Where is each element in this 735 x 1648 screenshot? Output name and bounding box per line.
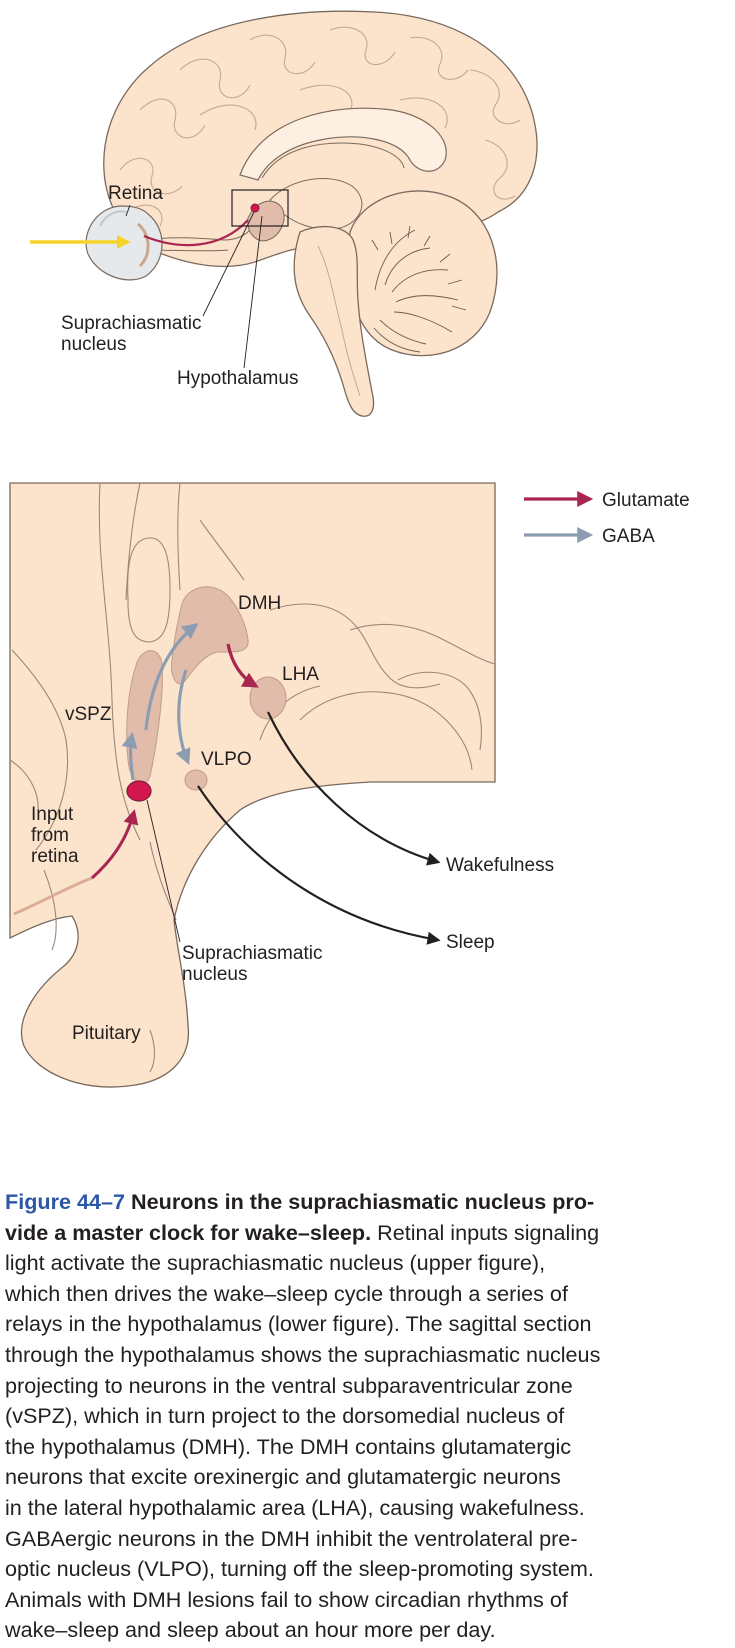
- dmh-to-lha-arrow: [226, 643, 259, 688]
- section-outlines: [9, 482, 496, 1073]
- dmh-to-vlpo-arrow: [175, 669, 191, 765]
- arbor-vitae: [371, 225, 467, 353]
- label-scn-lower-1: Suprachiasmatic: [182, 943, 322, 964]
- figure-caption: Figure 44–7 Neurons in the suprachiasmat…: [5, 1187, 733, 1646]
- caption-line: relays in the hypothalamus (lower figure…: [5, 1311, 592, 1337]
- caption-text: Retinal inputs signaling: [371, 1219, 600, 1245]
- vlpo-nucleus: [184, 769, 208, 791]
- inset-box: [231, 189, 289, 227]
- legend-glutamate-label: Glutamate: [602, 490, 690, 511]
- label-lha: LHA: [282, 664, 319, 685]
- tissue-section: [9, 482, 496, 1088]
- label-vspz: vSPZ: [65, 704, 112, 725]
- figure-number: Figure 44–7: [5, 1189, 126, 1214]
- figure-title: vide a master clock for wake–sleep.: [5, 1219, 372, 1245]
- figure-diagram: Retina Suprachiasmatic nucleus Hypothala…: [9, 10, 690, 1088]
- caption-line: vide a master clock for wake–sleep. Reti…: [5, 1218, 733, 1249]
- upper-brain-figure: Retina Suprachiasmatic nucleus Hypothala…: [30, 10, 538, 417]
- label-pituitary: Pituitary: [72, 1023, 141, 1044]
- caption-line: in the lateral hypothalamic area (LHA), …: [5, 1494, 585, 1520]
- scn-nucleus: [126, 780, 152, 802]
- caption-line: through the hypothalamus shows the supra…: [5, 1341, 601, 1367]
- scn-to-vspz-arrow: [121, 731, 138, 781]
- vlpo-output-line: [197, 785, 441, 945]
- label-scn-lower-2: nucleus: [182, 964, 248, 985]
- label-scn-upper-1: Suprachiasmatic: [61, 313, 201, 334]
- figure-title: Neurons in the suprachiasmatic nucleus p…: [131, 1189, 595, 1214]
- retinohypothalamic-tract: [143, 219, 249, 247]
- brainstem: [293, 226, 375, 417]
- caption-line: Figure 44–7 Neurons in the suprachiasmat…: [5, 1187, 733, 1218]
- lower-hypothalamus-figure: Glutamate GABA DMH LHA vSPZ VLPO Input f…: [9, 482, 690, 1088]
- label-input-1: Input: [31, 804, 74, 825]
- label-vlpo: VLPO: [201, 749, 252, 770]
- scn-dot-upper: [250, 203, 260, 213]
- corpus-callosum: [239, 107, 447, 181]
- label-sleep: Sleep: [446, 932, 495, 953]
- caption-line: wake–sleep and sleep about an hour more …: [5, 1617, 496, 1643]
- dmh-nucleus: [171, 586, 249, 684]
- label-input-3: retina: [31, 846, 79, 867]
- label-retina: Retina: [108, 183, 163, 204]
- label-input-2: from: [31, 825, 69, 846]
- retina-input-fiber: [13, 876, 93, 916]
- caption-line: light activate the suprachiasmatic nucle…: [5, 1250, 546, 1276]
- caption-line: projecting to neurons in the ventral sub…: [5, 1372, 573, 1398]
- vspz-nucleus: [126, 650, 163, 784]
- caption-line: GABAergic neurons in the DMH inhibit the…: [5, 1525, 578, 1551]
- caption-line: optic nucleus (VLPO), turning off the sl…: [5, 1556, 594, 1582]
- label-hypothalamus: Hypothalamus: [177, 368, 298, 389]
- retina-input-arrow: [91, 809, 139, 880]
- caption-line: which then drives the wake–sleep cycle t…: [5, 1280, 568, 1306]
- legend-gaba-label: GABA: [602, 526, 655, 547]
- caption-line: Animals with DMH lesions fail to show ci…: [5, 1586, 568, 1612]
- legend: Glutamate GABA: [524, 490, 690, 547]
- vspz-to-dmh-arrow: [144, 623, 199, 731]
- cerebellum: [347, 190, 498, 357]
- label-dmh: DMH: [238, 593, 281, 614]
- lha-nucleus: [249, 676, 287, 720]
- gyri-texture: [119, 26, 521, 227]
- lha-output-line: [267, 711, 441, 866]
- caption-line: the hypothalamus (DMH). The DMH contains…: [5, 1433, 572, 1459]
- caption-line: (vSPZ), which in turn project to the dor…: [5, 1403, 565, 1429]
- caption-line: neurons that excite orexinergic and glut…: [5, 1464, 561, 1490]
- label-scn-upper-2: nucleus: [61, 334, 127, 355]
- label-wakefulness: Wakefulness: [446, 855, 554, 876]
